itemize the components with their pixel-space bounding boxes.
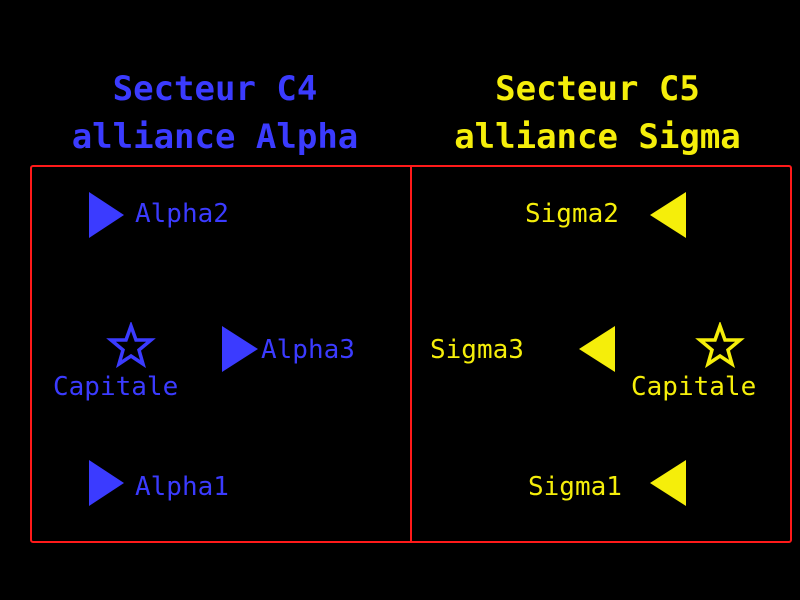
- triangle-left-icon: [650, 460, 686, 506]
- triangle-left-icon: [650, 192, 686, 238]
- unit-label-alpha1: Alpha1: [135, 472, 229, 502]
- star-outline-icon: [695, 322, 745, 368]
- triangle-right-icon: [89, 460, 124, 506]
- alpha-sector-title: Secteur C4 alliance Alpha: [20, 65, 410, 161]
- sigma-sector-title: Secteur C5 alliance Sigma: [410, 65, 785, 161]
- unit-label-sigma1: Sigma1: [528, 472, 622, 502]
- star-outline-icon: [106, 322, 156, 368]
- triangle-left-icon: [579, 326, 615, 372]
- unit-label-sigma3: Sigma3: [430, 335, 524, 365]
- unit-label-sigma2: Sigma2: [525, 199, 619, 229]
- triangle-right-icon: [222, 326, 258, 372]
- sigma-sector-name: Secteur C5: [495, 69, 700, 109]
- unit-label-alpha2: Alpha2: [135, 199, 229, 229]
- unit-label-alpha3: Alpha3: [261, 335, 355, 365]
- alpha-alliance-name: alliance Alpha: [71, 117, 359, 157]
- alpha-sector-name: Secteur C4: [112, 69, 318, 109]
- sigma-sector-box: [410, 165, 792, 543]
- capital-label-sigma: Capitale: [631, 372, 757, 402]
- sigma-alliance-name: alliance Sigma: [454, 117, 741, 157]
- triangle-right-icon: [89, 192, 124, 238]
- capital-label-alpha: Capitale: [53, 372, 179, 402]
